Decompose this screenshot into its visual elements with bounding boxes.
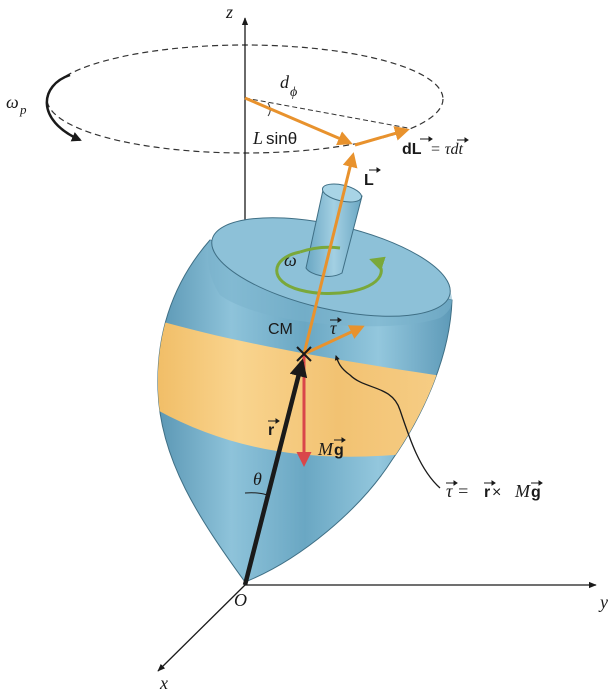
position-vector [242, 358, 308, 586]
torque-callout [334, 355, 441, 489]
torque-eq-m: M [514, 481, 531, 501]
l-sin-label-l: L [252, 128, 263, 148]
cm-label: CM [268, 321, 293, 338]
l-sin-label-sin: sinθ [266, 129, 297, 148]
omega-p-label: ω [6, 92, 19, 112]
y-axis-label: y [598, 592, 608, 612]
dl-vector [354, 126, 410, 147]
torque-eq-tau: τ = [446, 481, 469, 501]
dphi-subscript: ϕ [290, 85, 297, 100]
spin-arrow [275, 250, 386, 296]
dl-label: dL [402, 141, 422, 158]
vector-accents [268, 136, 543, 486]
omega-p-subscript: p [19, 102, 27, 117]
x-axis-label: x [159, 673, 168, 691]
tau-label: τ [330, 318, 337, 338]
theta-label: θ [253, 469, 262, 489]
z-axis-label: z [225, 2, 233, 22]
angular-momentum-vector [302, 152, 358, 355]
precession-arrow [45, 73, 82, 142]
mg-label-m: M [317, 439, 334, 459]
dphi-dashed-line [244, 97, 409, 129]
origin-label: O [234, 590, 247, 610]
l-sin-theta-vector [244, 96, 353, 146]
r-label: r [268, 422, 274, 439]
torque-eq-cross: × [492, 484, 501, 501]
l-vector-label: L [364, 172, 374, 189]
dphi-label: d [280, 72, 290, 92]
center-of-mass-marker [296, 346, 312, 362]
omega-label: ω [284, 250, 297, 270]
x-axis [157, 584, 246, 672]
mg-label-g: g [334, 442, 344, 459]
dl-equation: = τdt [430, 141, 464, 158]
torque-equation: τ = r × M g [446, 481, 541, 501]
torque-eq-r: r [484, 484, 490, 501]
torque-vector [303, 325, 365, 356]
theta-arc [244, 492, 270, 497]
spin-arrow-back [299, 245, 341, 254]
torque-eq-g: g [531, 484, 541, 501]
